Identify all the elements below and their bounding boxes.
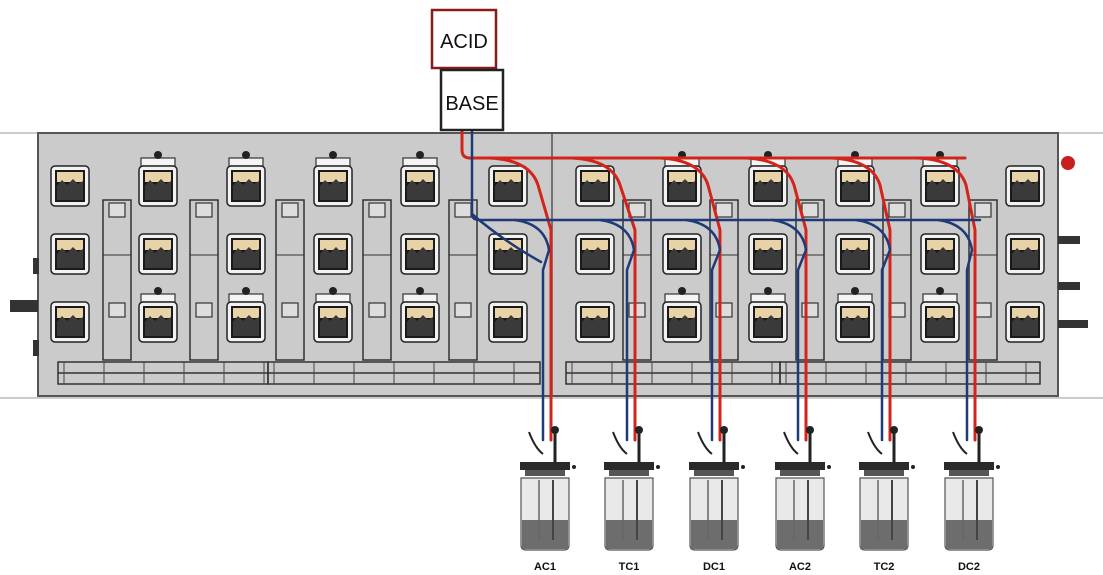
vessel-ac1 bbox=[520, 426, 576, 550]
pump-head-icon bbox=[314, 287, 352, 342]
vessel-label: AC1 bbox=[534, 561, 556, 573]
vessel-dc1 bbox=[689, 426, 745, 550]
pump-head-icon bbox=[489, 302, 527, 342]
pump-head-icon bbox=[489, 234, 527, 274]
pump-head-icon bbox=[139, 287, 177, 342]
pump-head-icon bbox=[749, 234, 787, 274]
pump-head-icon bbox=[401, 151, 439, 206]
vessel-dc2 bbox=[944, 426, 1000, 550]
pump-head-icon bbox=[1006, 234, 1044, 274]
pump-head-icon bbox=[314, 234, 352, 274]
vessel-label: TC1 bbox=[619, 561, 640, 573]
pump-head-icon bbox=[227, 234, 265, 274]
vessels: AC1 TC1 DC1 AC2 TC2 DC2 bbox=[520, 426, 1000, 573]
pump-head-icon bbox=[227, 151, 265, 206]
panel-left-fixtures bbox=[10, 258, 39, 356]
pump-head-icon bbox=[663, 234, 701, 274]
pump-head-icon bbox=[227, 287, 265, 342]
pump-head-icon bbox=[401, 287, 439, 342]
pump-head-icon bbox=[663, 287, 701, 342]
vessel-label: DC2 bbox=[958, 561, 980, 573]
pump-head-icon bbox=[836, 287, 874, 342]
panel-right-fixtures bbox=[1058, 156, 1088, 328]
pump-head-icon bbox=[1006, 302, 1044, 342]
pump-head-icon bbox=[576, 166, 614, 206]
pump-head-icon bbox=[576, 302, 614, 342]
pump-head-icon bbox=[139, 234, 177, 274]
pump-head-icon bbox=[749, 287, 787, 342]
vessel-label: TC2 bbox=[874, 561, 895, 573]
pump-head-icon bbox=[921, 287, 959, 342]
vessel-tc2 bbox=[859, 426, 915, 550]
pump-head-icon bbox=[139, 151, 177, 206]
vessel-label: DC1 bbox=[703, 561, 725, 573]
emergency-stop-icon bbox=[1061, 156, 1075, 170]
vessel-tc1 bbox=[604, 426, 660, 550]
pump-head-icon bbox=[51, 166, 89, 206]
vessel-label: AC2 bbox=[789, 561, 811, 573]
pump-head-icon bbox=[921, 234, 959, 274]
pump-head-icon bbox=[1006, 166, 1044, 206]
base-label: BASE bbox=[445, 93, 498, 115]
pump-head-icon bbox=[314, 151, 352, 206]
pump-head-icon bbox=[401, 234, 439, 274]
vessel-ac2 bbox=[775, 426, 831, 550]
acid-label: ACID bbox=[440, 31, 488, 53]
pump-head-icon bbox=[51, 302, 89, 342]
control-panel bbox=[38, 133, 1058, 396]
pump-head-icon bbox=[489, 166, 527, 206]
pump-head-icon bbox=[51, 234, 89, 274]
pump-head-icon bbox=[836, 234, 874, 274]
pump-head-icon bbox=[576, 234, 614, 274]
